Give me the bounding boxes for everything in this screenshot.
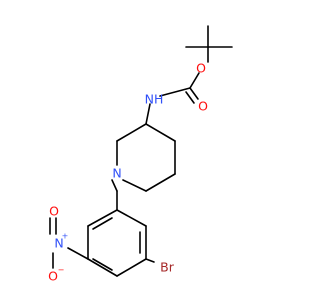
bond [159,87,191,97]
bond [145,258,155,263]
nitro-plus-label: + [62,232,69,241]
nitro-minus-label: − [58,266,65,275]
bond [189,72,200,89]
bond [145,103,151,125]
bond [92,258,113,271]
structure-canvas: O O NH N N + O O − Br [48,25,233,284]
bond [116,209,147,227]
bond [111,179,118,192]
atom-labels: O O NH N N + O O − Br [48,61,208,284]
carbonyl-oxygen-label: O [198,99,208,114]
bond [145,173,176,192]
bond [116,258,147,277]
bond [189,87,199,100]
nitro-oxygen-bottom-label: O [48,269,58,284]
bond [92,217,113,230]
ring-nitrogen-label: N [112,166,121,181]
bond [185,91,195,104]
bond [87,209,118,227]
nitro-oxygen-top-label: O [49,204,59,219]
ester-oxygen-label: O [196,61,206,76]
bond [122,179,147,192]
amide-nh-label: NH [145,92,164,107]
bonds [49,25,233,277]
bond [116,123,147,142]
nitro-nitrogen-label: N [54,236,63,251]
bond [87,258,118,277]
bond [67,247,89,260]
bromine-label: Br [160,260,175,275]
bond [145,123,176,142]
